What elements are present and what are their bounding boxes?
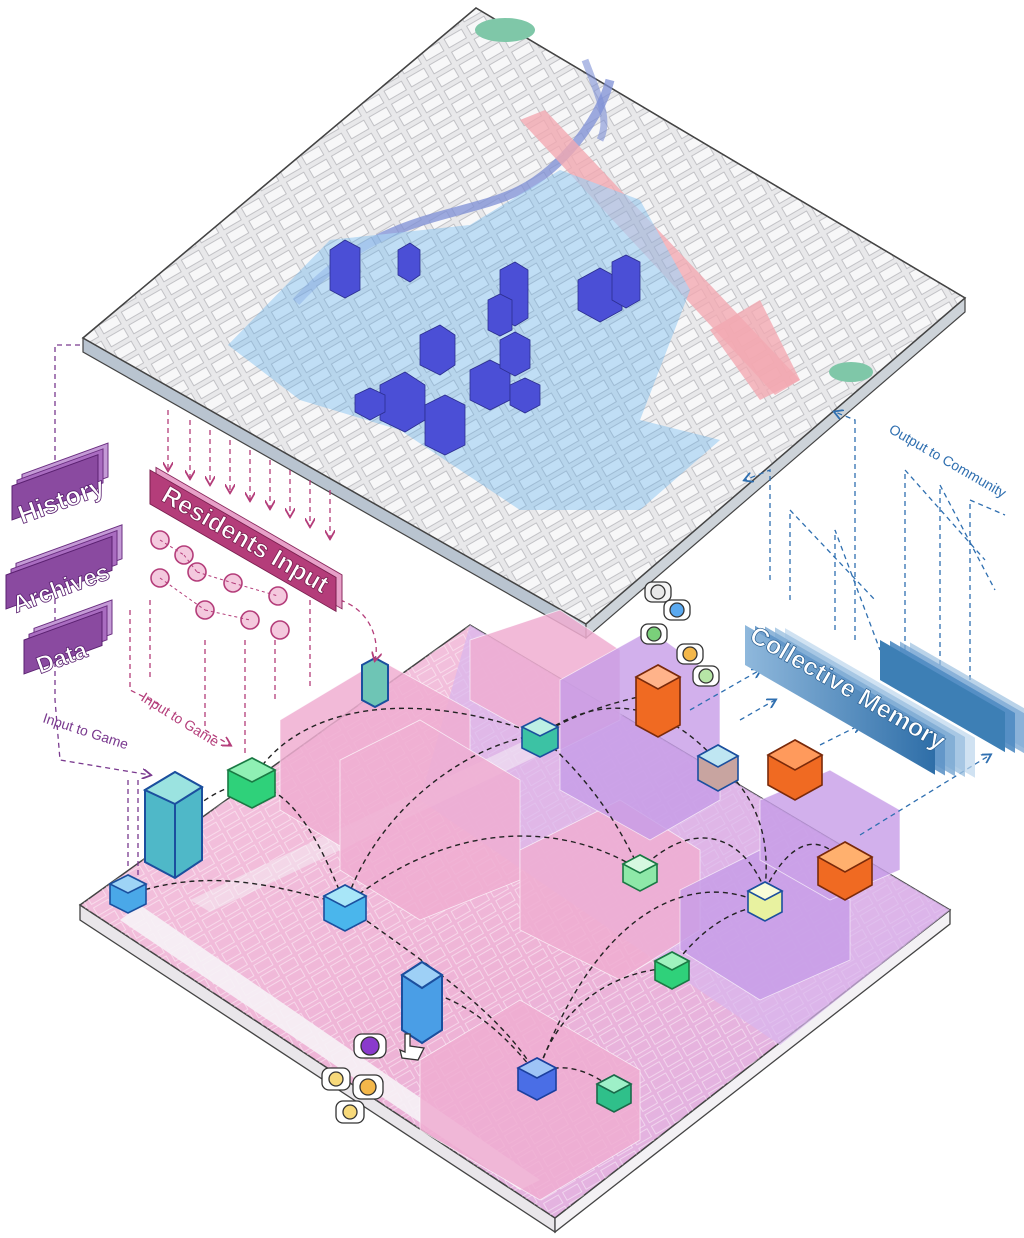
- cube-teal-2: [597, 1075, 631, 1112]
- cube-blue-3: [518, 1058, 556, 1100]
- cube-teal-1: [522, 718, 558, 757]
- cube-yellow-1: [748, 882, 782, 921]
- cube-green-3: [655, 952, 689, 989]
- laugh-face-icon: [693, 666, 719, 686]
- happy-face-icon: [641, 624, 667, 644]
- cube-green-2: [623, 855, 657, 891]
- tall-tower-teal: [145, 772, 202, 878]
- devil-face-icon: [354, 1034, 386, 1058]
- data-stack: Data: [24, 600, 112, 680]
- smile-face-icon: [664, 600, 690, 620]
- cube-blue-2: [324, 885, 366, 931]
- tall-tower-small: [362, 658, 388, 707]
- smirk-face-icon: [353, 1075, 383, 1099]
- history-stack: History: [12, 443, 109, 530]
- cube-multi-1: [698, 745, 738, 791]
- cube-orange-1: [636, 665, 680, 737]
- confused-face-icon: [336, 1101, 364, 1123]
- cube-blue-1: [110, 875, 146, 913]
- residents-input-block: Residents Input: [150, 464, 342, 639]
- input-to-game-mid-label: Input to Game: [138, 689, 222, 750]
- residents-input-label: Residents Input: [157, 481, 334, 599]
- dizzy-face-icon: [322, 1068, 350, 1090]
- input-to-game-left-label: Input to Game: [41, 710, 131, 753]
- neutral-face-icon: [645, 582, 671, 602]
- city-map-layer: [83, 8, 965, 638]
- grin-face-icon: [677, 644, 703, 664]
- tall-tower-blue: [402, 962, 442, 1043]
- output-to-community-label: Output to Community: [887, 421, 1010, 501]
